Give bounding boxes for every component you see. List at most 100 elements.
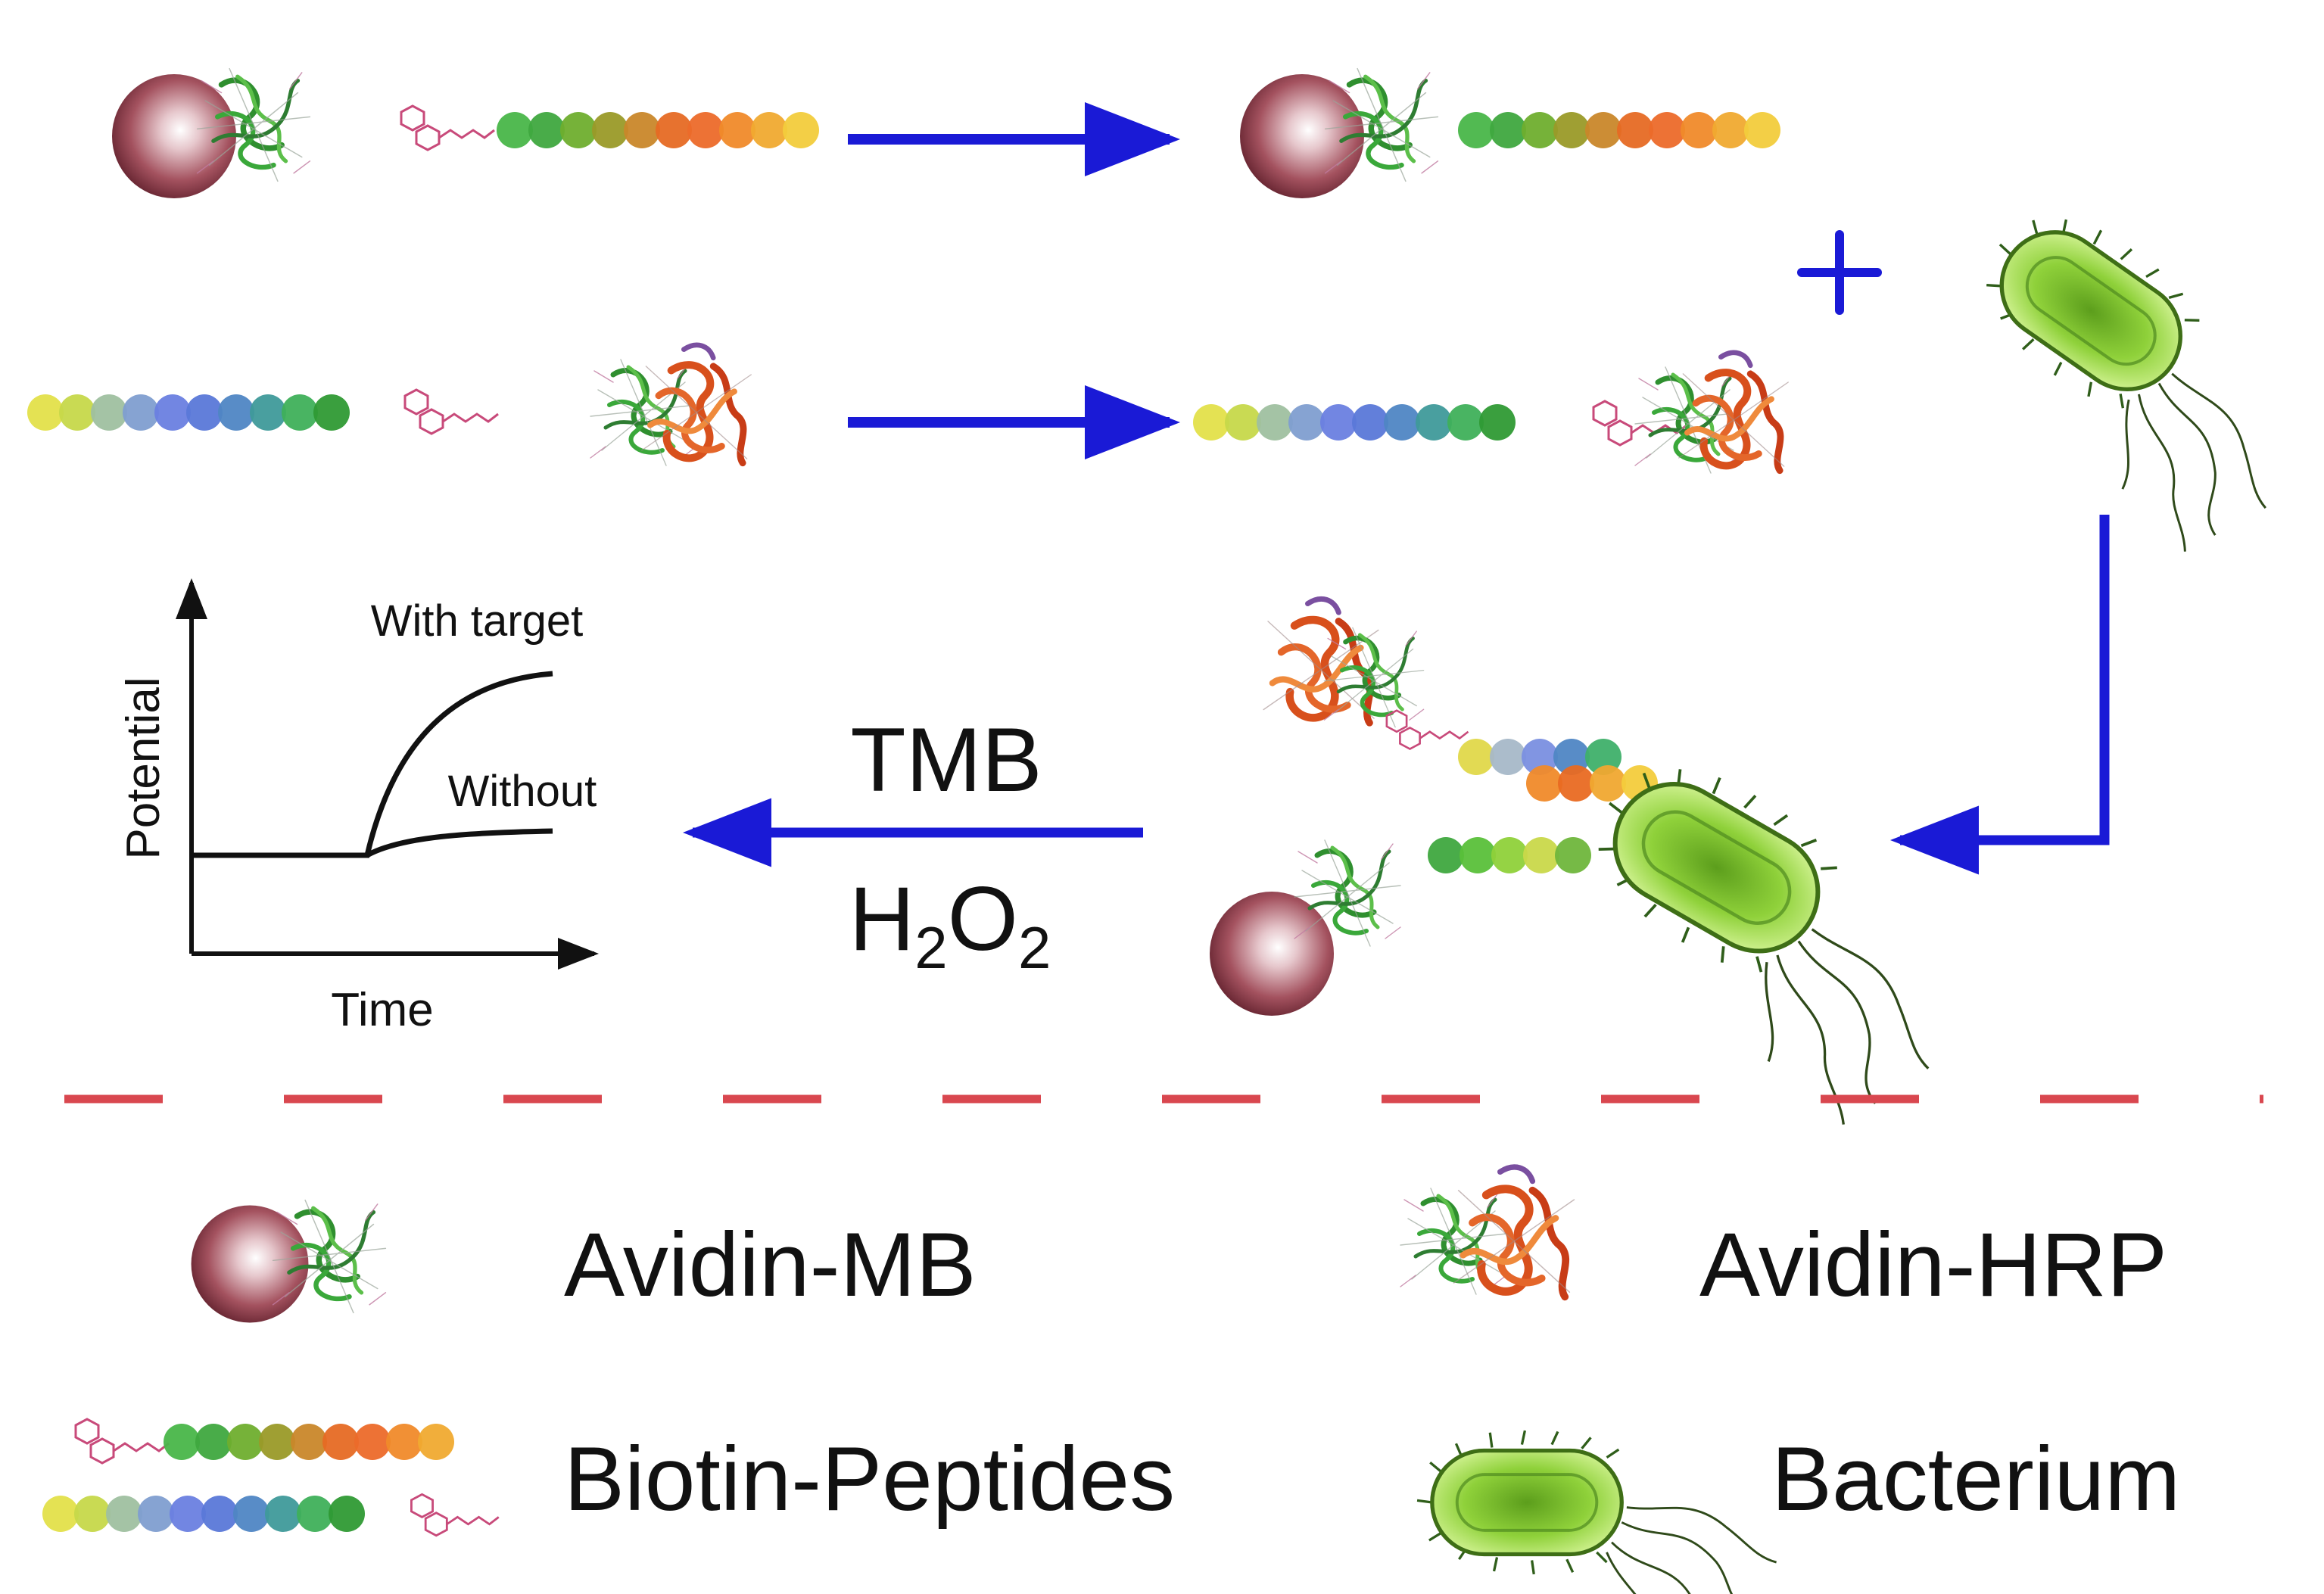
legend-label-avidin-mb: Avidin-MB (564, 1214, 977, 1315)
bacterium-icon (1917, 185, 2324, 574)
legend-item-biotin-peptides: Biotin-Peptides (42, 1418, 1175, 1537)
legend-item-avidin-hrp: Avidin-HRP (1400, 1167, 2167, 1315)
peptide-chain-icon (497, 112, 819, 148)
reagent-label-h2o2: H2O2 (849, 868, 1051, 981)
peptide-residue (783, 112, 819, 148)
peptide-residue (1460, 837, 1496, 873)
peptide-residue (497, 112, 533, 148)
row1-avidin-mb (112, 69, 310, 198)
row1-product (1240, 69, 1780, 198)
magnetic-bead-icon (191, 1205, 309, 1323)
peptide-residue (1352, 404, 1388, 441)
peptide-residue (1416, 404, 1452, 441)
legend-item-bacterium: Bacterium (1417, 1428, 2180, 1594)
magnetic-bead-icon (1210, 892, 1334, 1016)
peptide-residue (1712, 112, 1749, 148)
peptide-residue (138, 1496, 174, 1532)
curve-with-target-label: With target (371, 596, 583, 646)
peptide-residue (322, 1424, 359, 1460)
row2-product (1193, 353, 1788, 473)
peptide-residue (1681, 112, 1717, 148)
peptide-residue (250, 394, 286, 431)
peptide-residue (418, 1424, 454, 1460)
row2-avidin-hrp (590, 345, 751, 465)
x-axis-label: Time (331, 984, 433, 1036)
peptide-residue (170, 1496, 206, 1532)
peptide-residue (164, 1424, 200, 1460)
peptide-residue (1491, 837, 1528, 873)
peptide-residue (1447, 404, 1484, 441)
peptide-residue (74, 1496, 111, 1532)
peptide-residue (1193, 404, 1229, 441)
peptide-residue (27, 394, 64, 431)
avidin-protein-icon (1635, 367, 1741, 473)
peptide-residue (560, 112, 597, 148)
peptide-residue (1384, 404, 1420, 441)
reagent-label-tmb: TMB (850, 709, 1042, 811)
peptide-chain-icon (1428, 837, 1591, 873)
peptide-residue (1288, 404, 1325, 441)
peptide-residue (1490, 739, 1526, 775)
peptide-residue (1744, 112, 1780, 148)
peptide-residue (123, 394, 159, 431)
peptide-residue (1553, 112, 1590, 148)
legend-label-avidin-hrp: Avidin-HRP (1699, 1214, 2167, 1315)
peptide-residue (59, 394, 95, 431)
magnetic-bead-icon (1240, 74, 1364, 198)
peptide-residue (186, 394, 223, 431)
peptide-residue (656, 112, 692, 148)
y-axis-label: Potential (117, 677, 170, 859)
peptide-chain-icon (1458, 112, 1780, 148)
peptide-residue (751, 112, 787, 148)
peptide-residue (227, 1424, 263, 1460)
peptide-residue (386, 1424, 422, 1460)
legend-label-biotin-peptides: Biotin-Peptides (564, 1428, 1175, 1530)
peptide-residue (1558, 765, 1594, 802)
biotin-icon (400, 104, 496, 151)
peptide-chain-icon (1526, 765, 1658, 802)
biotin-icon (410, 1493, 500, 1537)
peptide-residue (313, 394, 350, 431)
avidin-protein-icon (1400, 1188, 1506, 1294)
peptide-residue (42, 1496, 79, 1532)
peptide-residue (106, 1496, 142, 1532)
peptide-residue (1523, 837, 1559, 873)
biotin-icon (1385, 709, 1469, 750)
peptide-chain-icon (164, 1424, 454, 1460)
peptide-residue (1490, 112, 1526, 148)
peptide-residue (1428, 837, 1464, 873)
peptide-residue (1522, 112, 1558, 148)
curve-without-target-label: Without (448, 767, 597, 816)
peptide-residue (1257, 404, 1293, 441)
legend: Avidin-MB Avidin-HRP Biotin-Peptides Bac… (42, 1167, 2180, 1594)
peptide-residue (1320, 404, 1357, 441)
peptide-residue (1458, 112, 1494, 148)
inset-potential-plot: With target Without Potential Time (117, 578, 599, 1036)
peptide-residue (265, 1496, 301, 1532)
peptide-residue (291, 1424, 327, 1460)
peptide-residue (329, 1496, 365, 1532)
biotin-icon (74, 1418, 170, 1465)
peptide-residue (1585, 112, 1622, 148)
legend-label-bacterium: Bacterium (1771, 1428, 2180, 1530)
peptide-residue (195, 1424, 232, 1460)
peptide-residue (259, 1424, 295, 1460)
peptide-chain-icon (1458, 739, 1622, 775)
sandwich-complex (1210, 599, 2003, 1147)
peptide-residue (354, 1424, 391, 1460)
peptide-residue (1649, 112, 1685, 148)
peptide-residue (528, 112, 565, 148)
peptide-residue (1617, 112, 1653, 148)
peptide-chain-icon (42, 1496, 365, 1532)
peptide-chain-icon (1193, 404, 1516, 441)
peptide-residue (1225, 404, 1261, 441)
row2-biotin-peptide (27, 388, 500, 435)
row1-biotin-peptide (400, 104, 819, 151)
peptide-residue (687, 112, 724, 148)
arrow-icon (1890, 515, 2110, 875)
biotin-icon (403, 388, 500, 435)
peptide-residue (218, 394, 254, 431)
peptide-residue (719, 112, 755, 148)
bacterium-icon (1417, 1431, 1777, 1594)
